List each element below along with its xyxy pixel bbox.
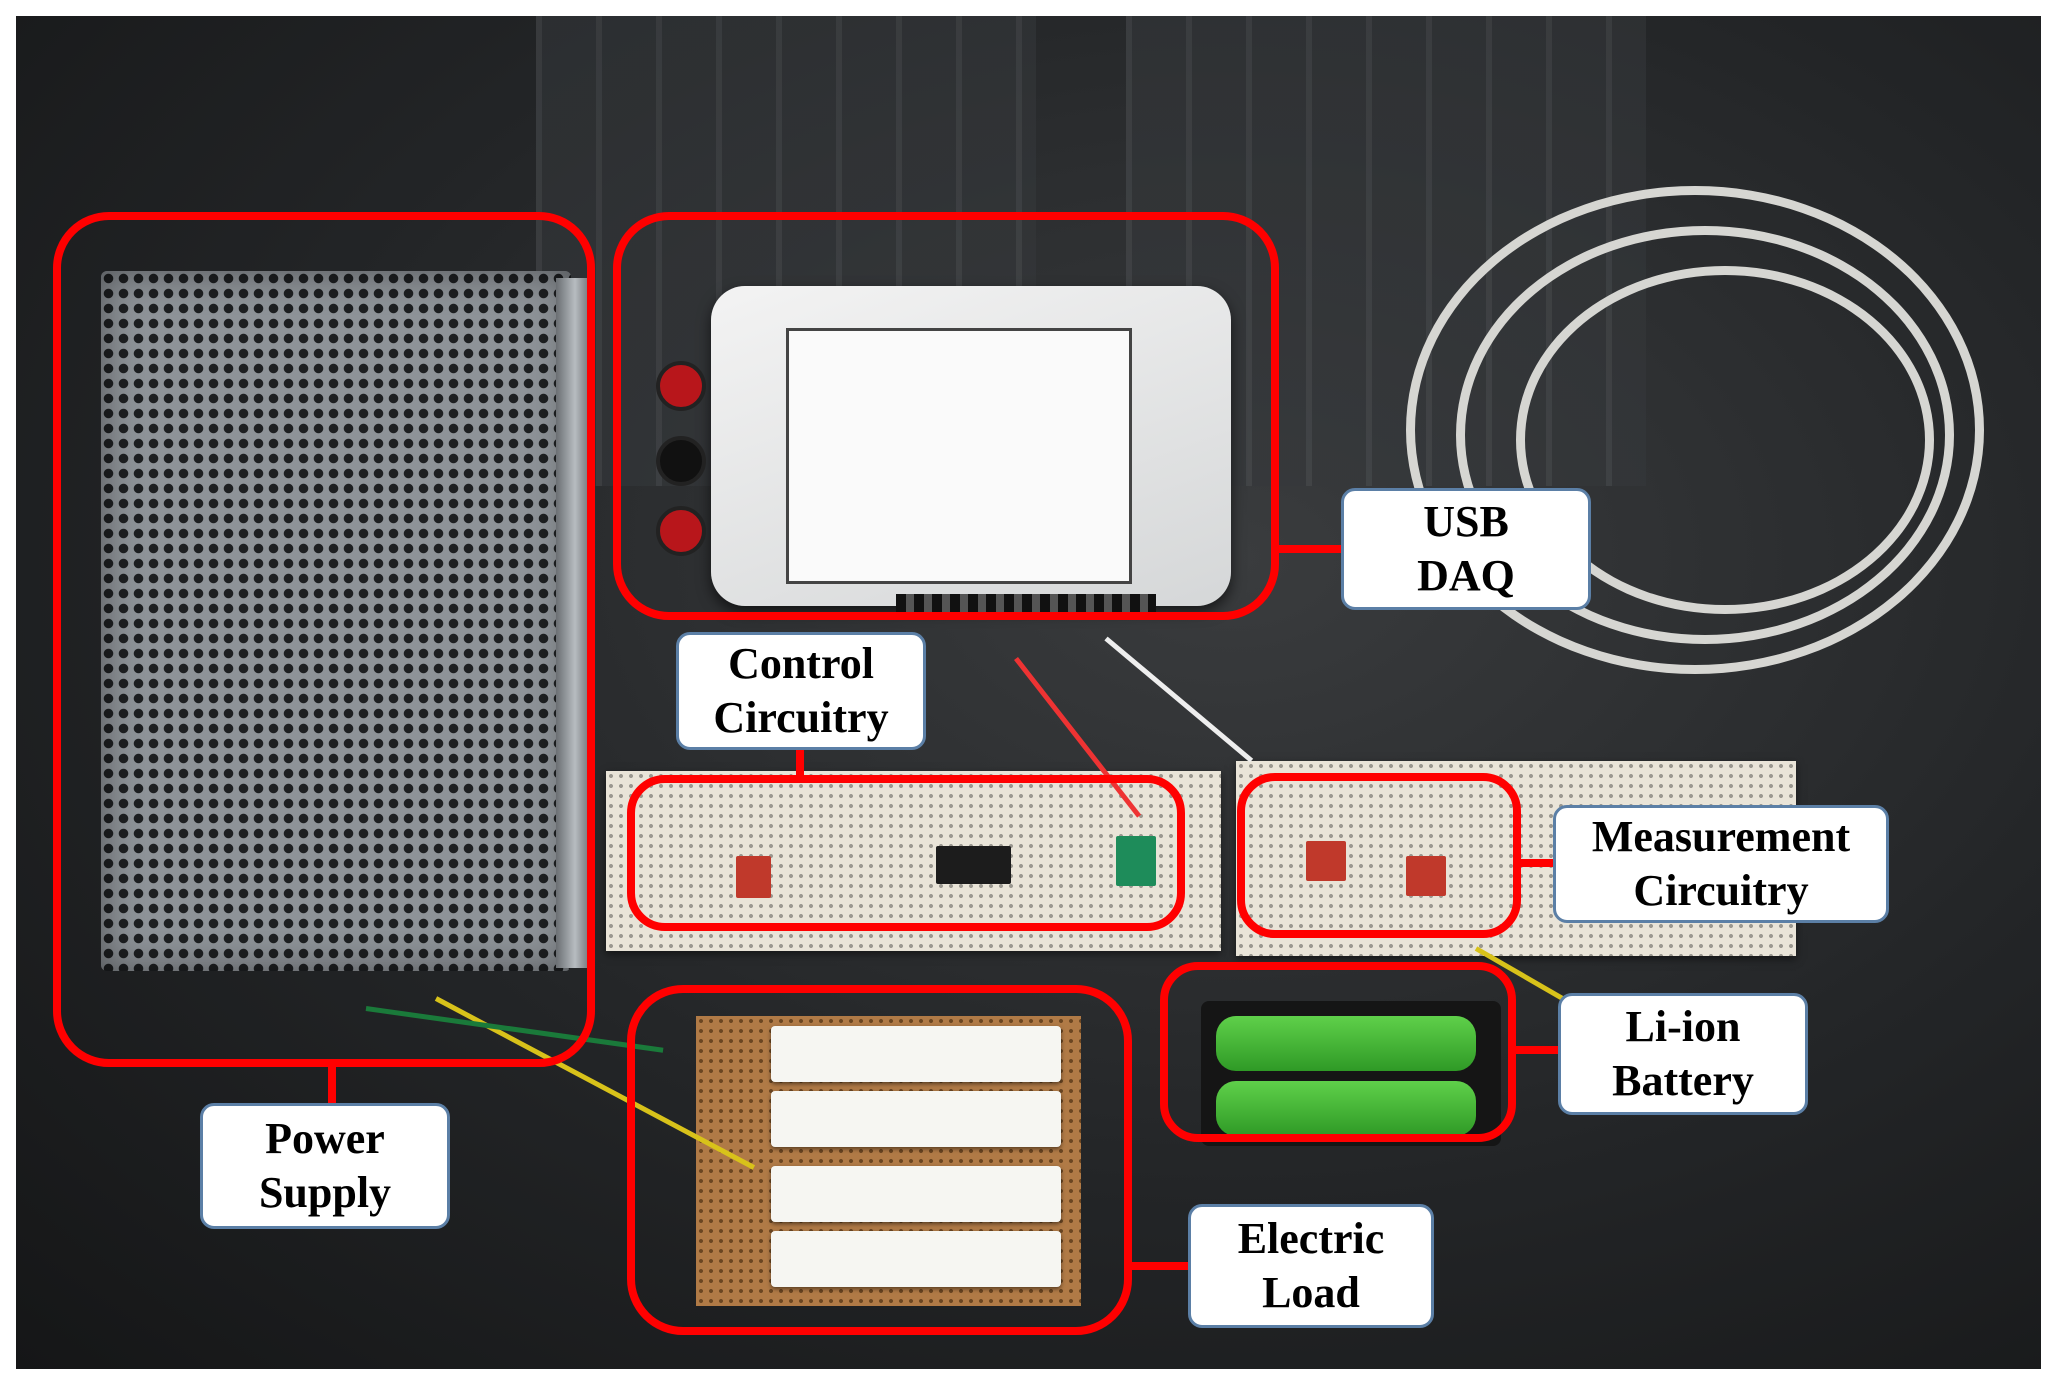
- power-resistor: [771, 1166, 1061, 1222]
- power-supply-unit: [101, 271, 571, 971]
- li-ion-cell: [1216, 1016, 1476, 1071]
- daq-system-diagram-panel: [786, 328, 1132, 584]
- power-resistor: [771, 1231, 1061, 1287]
- power-supply-highlight: [53, 212, 595, 1067]
- wire: [1104, 636, 1254, 763]
- usb-cable-coil: [1456, 226, 1954, 644]
- capacitor: [736, 856, 771, 898]
- usb-daq-highlight: [613, 212, 1279, 620]
- control-circuitry-connector: [796, 748, 804, 778]
- control-circuitry-label: Control Circuitry: [676, 632, 926, 750]
- usb-daq-connector: [1279, 545, 1341, 553]
- usb-daq-label: USB DAQ: [1341, 488, 1591, 610]
- test-bench-photo: [16, 16, 2041, 1369]
- measurement-circuitry-highlight: [1237, 773, 1521, 938]
- capacitor: [1306, 841, 1346, 881]
- control-circuitry-highlight: [627, 775, 1185, 931]
- li-ion-battery-connector: [1516, 1046, 1558, 1054]
- daq-terminal-red: [656, 506, 706, 556]
- electric-load-connector: [1132, 1262, 1188, 1270]
- power-supply-connector: [328, 1067, 336, 1103]
- usb-cable-coil: [1516, 266, 1934, 614]
- control-ic-chip: [936, 846, 1011, 884]
- li-ion-battery-label: Li-ion Battery: [1558, 993, 1808, 1115]
- daq-terminal-red: [656, 361, 706, 411]
- measurement-circuitry-label: Measurement Circuitry: [1553, 805, 1889, 923]
- electric-load-label: Electric Load: [1188, 1204, 1434, 1328]
- control-ic-chip: [1116, 836, 1156, 886]
- power-supply-label: Power Supply: [200, 1103, 450, 1229]
- li-ion-battery-highlight: [1160, 962, 1516, 1142]
- usb-cable-coil: [1406, 186, 1984, 674]
- power-resistor: [771, 1091, 1061, 1147]
- measurement-circuitry-connector: [1521, 859, 1553, 867]
- capacitor: [1406, 856, 1446, 896]
- li-ion-cell: [1216, 1081, 1476, 1136]
- electric-load-highlight: [627, 985, 1132, 1335]
- power-resistor: [771, 1026, 1061, 1082]
- daq-terminal-black: [656, 436, 706, 486]
